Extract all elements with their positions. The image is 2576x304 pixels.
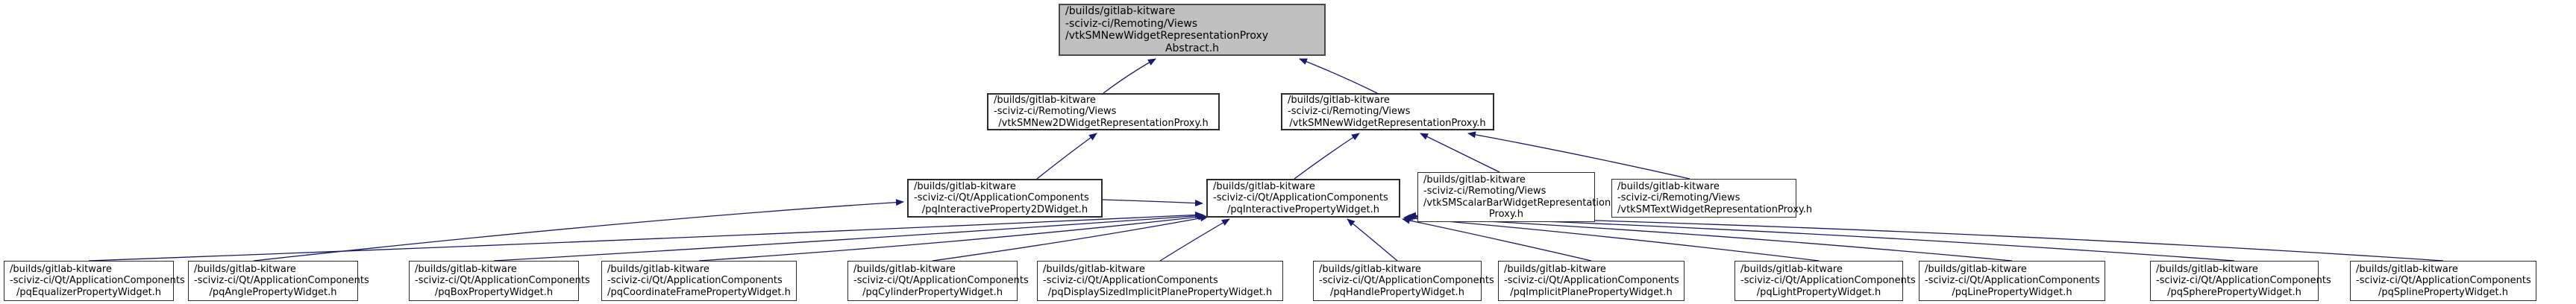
node-label-line: /builds/gitlab-kitware xyxy=(194,263,296,275)
node-label-line: -sciviz-ci/Qt/ApplicationComponents xyxy=(1043,275,1218,287)
node-angle-property-widget[interactable]: /builds/gitlab-kitware-sciviz-ci/Qt/Appl… xyxy=(188,261,369,301)
node-label-line: Abstract.h xyxy=(1165,42,1220,54)
node-label-line: -sciviz-ci/Qt/ApplicationComponents xyxy=(1213,192,1388,204)
node-label-line: /pqHandlePropertyWidget.h xyxy=(1330,286,1464,298)
node-label-line: /pqLinePropertyWidget.h xyxy=(1952,286,2072,298)
edge-new-widget-proxy-to-root xyxy=(1299,58,1378,94)
edge-sphere-property-widget-to-interactive-property-widget xyxy=(1406,212,2235,262)
edge-coordinate-frame-property-widget-to-interactive-property-widget xyxy=(698,213,1206,262)
node-handle-property-widget[interactable]: /builds/gitlab-kitware-sciviz-ci/Qt/Appl… xyxy=(1313,261,1494,301)
node-label-line: -sciviz-ci/Qt/ApplicationComponents xyxy=(1504,275,1679,287)
node-label-line: /builds/gitlab-kitware xyxy=(10,263,112,275)
node-label-line: /builds/gitlab-kitware xyxy=(1288,94,1390,106)
node-label-line: /pqDisplaySizedImplicitPlanePropertyWidg… xyxy=(1047,286,1273,298)
node-label-line: /pqSplinePropertyWidget.h xyxy=(2378,286,2508,298)
node-label-line: /vtkSMScalarBarWidgetRepresentation xyxy=(1423,197,1611,209)
node-display-sized-implicit-plane-property-widget[interactable]: /builds/gitlab-kitware-sciviz-ci/Qt/Appl… xyxy=(1037,261,1283,301)
node-text-widget-proxy[interactable]: /builds/gitlab-kitware-sciviz-ci/Remotin… xyxy=(1611,179,1813,218)
node-label-line: /builds/gitlab-kitware xyxy=(2156,263,2258,275)
node-light-property-widget[interactable]: /builds/gitlab-kitware-sciviz-ci/Qt/Appl… xyxy=(1734,261,1916,301)
node-label-line: /builds/gitlab-kitware xyxy=(1504,263,1606,275)
node-label-line: /pqEqualizerPropertyWidget.h xyxy=(16,286,162,298)
node-scalarbar-widget-proxy[interactable]: /builds/gitlab-kitware-sciviz-ci/Remotin… xyxy=(1417,172,1611,222)
node-label-line: /pqBoxPropertyWidget.h xyxy=(434,286,554,298)
edge-cylinder-property-widget-to-interactive-property-widget xyxy=(932,215,1209,262)
node-label-line: /builds/gitlab-kitware xyxy=(1319,263,1421,275)
node-label-line: -sciviz-ci/Qt/ApplicationComponents xyxy=(194,275,369,287)
node-label-line: -sciviz-ci/Remoting/Views xyxy=(1065,17,1198,30)
node-sphere-property-widget[interactable]: /builds/gitlab-kitware-sciviz-ci/Qt/Appl… xyxy=(2150,261,2331,301)
node-interactive-property-2d-widget[interactable]: /builds/gitlab-kitware-sciviz-ci/Qt/Appl… xyxy=(907,179,1103,218)
edge-box-property-widget-to-interactive-property-widget xyxy=(493,212,1205,262)
node-spline-property-widget[interactable]: /builds/gitlab-kitware-sciviz-ci/Qt/Appl… xyxy=(2350,261,2536,301)
node-label-line: /builds/gitlab-kitware xyxy=(1423,174,1526,186)
edge-handle-property-widget-to-interactive-property-widget xyxy=(1347,218,1398,262)
node-label-line: /builds/gitlab-kitware xyxy=(853,263,956,275)
edge-display-sized-implicit-plane-property-widget-to-interactive-property-widget xyxy=(1159,218,1230,262)
edge-new2d-widget-proxy-to-root xyxy=(1103,58,1156,94)
edge-interactive-property-2d-widget-to-interactive-property-widget xyxy=(1102,199,1203,207)
edge-interactive-property-widget-to-new-widget-proxy xyxy=(1294,133,1360,180)
node-line-property-widget[interactable]: /builds/gitlab-kitware-sciviz-ci/Qt/Appl… xyxy=(1919,261,2105,301)
node-label-line: -sciviz-ci/Remoting/Views xyxy=(994,106,1117,118)
node-box-property-widget[interactable]: /builds/gitlab-kitware-sciviz-ci/Qt/Appl… xyxy=(409,261,590,301)
node-label-line: -sciviz-ci/Qt/ApplicationComponents xyxy=(415,275,590,287)
node-label-line: /builds/gitlab-kitware xyxy=(1617,180,1720,192)
node-label-line: Proxy.h xyxy=(1488,209,1524,220)
node-label-line: /builds/gitlab-kitware xyxy=(607,263,709,275)
node-label-line: /pqLightPropertyWidget.h xyxy=(1756,286,1881,298)
node-equalizer-property-widget[interactable]: /builds/gitlab-kitware-sciviz-ci/Qt/Appl… xyxy=(4,261,185,301)
edge-angle-property-widget-to-interactive-property-2d-widget xyxy=(253,199,904,262)
node-coordinate-frame-property-widget[interactable]: /builds/gitlab-kitware-sciviz-ci/Qt/Appl… xyxy=(601,261,797,301)
node-new-widget-proxy[interactable]: /builds/gitlab-kitware-sciviz-ci/Remotin… xyxy=(1281,93,1494,130)
node-label-line: /builds/gitlab-kitware xyxy=(2356,263,2458,275)
node-cylinder-property-widget[interactable]: /builds/gitlab-kitware-sciviz-ci/Qt/Appl… xyxy=(847,261,1029,301)
node-label-line: /builds/gitlab-kitware xyxy=(914,180,1016,192)
node-label-line: /builds/gitlab-kitware xyxy=(1065,5,1176,17)
node-label-line: /builds/gitlab-kitware xyxy=(1925,263,2027,275)
node-label-line: -sciviz-ci/Remoting/Views xyxy=(1423,186,1546,197)
node-label-line: /pqImplicitPlanePropertyWidget.h xyxy=(1510,286,1673,298)
node-label-line: -sciviz-ci/Qt/ApplicationComponents xyxy=(607,275,783,287)
edge-interactive-property-2d-widget-to-new2d-widget-proxy xyxy=(1036,133,1097,180)
edge-scalarbar-widget-proxy-to-new-widget-proxy xyxy=(1420,133,1500,173)
node-label-line: /pqSpherePropertyWidget.h xyxy=(2167,286,2301,298)
node-label-line: /builds/gitlab-kitware xyxy=(415,263,517,275)
node-label-line: /vtkSMNewWidgetRepresentationProxy.h xyxy=(1289,117,1486,129)
node-label-line: /pqCoordinateFramePropertyWidget.h xyxy=(607,286,791,298)
node-label-line: -sciviz-ci/Qt/ApplicationComponents xyxy=(1925,275,2100,287)
edge-text-widget-proxy-to-new-widget-proxy xyxy=(1467,131,1690,180)
node-label-line: /vtkSMTextWidgetRepresentationProxy.h xyxy=(1617,203,1813,215)
node-label-line: /pqInteractivePropertyWidget.h xyxy=(1226,203,1380,215)
node-label-line: /vtkSMNewWidgetRepresentationProxy xyxy=(1065,30,1269,42)
node-root: /builds/gitlab-kitware-sciviz-ci/Remotin… xyxy=(1059,4,1326,56)
node-label-line: /pqCylinderPropertyWidget.h xyxy=(862,286,1003,298)
node-implicit-plane-property-widget[interactable]: /builds/gitlab-kitware-sciviz-ci/Qt/Appl… xyxy=(1498,261,1685,301)
edge-light-property-widget-to-interactive-property-widget xyxy=(1403,215,1820,262)
edge-equalizer-property-widget-to-interactive-property-widget xyxy=(88,211,1203,262)
node-label-line: -sciviz-ci/Remoting/Views xyxy=(1288,106,1411,118)
node-label-line: -sciviz-ci/Remoting/Views xyxy=(1617,192,1740,204)
node-interactive-property-widget[interactable]: /builds/gitlab-kitware-sciviz-ci/Qt/Appl… xyxy=(1206,179,1400,218)
node-label-line: -sciviz-ci/Qt/ApplicationComponents xyxy=(853,275,1029,287)
node-label-line: /builds/gitlab-kitware xyxy=(994,94,1096,106)
node-label-line: -sciviz-ci/Qt/ApplicationComponents xyxy=(1319,275,1494,287)
node-label-line: /builds/gitlab-kitware xyxy=(1213,180,1315,192)
node-label-line: -sciviz-ci/Qt/ApplicationComponents xyxy=(10,275,185,287)
node-label-line: -sciviz-ci/Qt/ApplicationComponents xyxy=(2356,275,2531,287)
node-label-line: /builds/gitlab-kitware xyxy=(1043,263,1145,275)
node-label-line: -sciviz-ci/Qt/ApplicationComponents xyxy=(1740,275,1916,287)
node-label-line: /vtkSMNew2DWidgetRepresentationProxy.h xyxy=(998,117,1209,129)
node-label-line: /pqInteractiveProperty2DWidget.h xyxy=(921,203,1088,215)
edge-implicit-plane-property-widget-to-interactive-property-widget xyxy=(1402,217,1592,262)
node-label-line: /pqAnglePropertyWidget.h xyxy=(209,286,337,298)
node-label-line: -sciviz-ci/Qt/ApplicationComponents xyxy=(914,192,1089,204)
node-label-line: /builds/gitlab-kitware xyxy=(1740,263,1843,275)
node-label-line: -sciviz-ci/Qt/ApplicationComponents xyxy=(2156,275,2331,287)
node-new2d-widget-proxy[interactable]: /builds/gitlab-kitware-sciviz-ci/Remotin… xyxy=(987,93,1220,130)
